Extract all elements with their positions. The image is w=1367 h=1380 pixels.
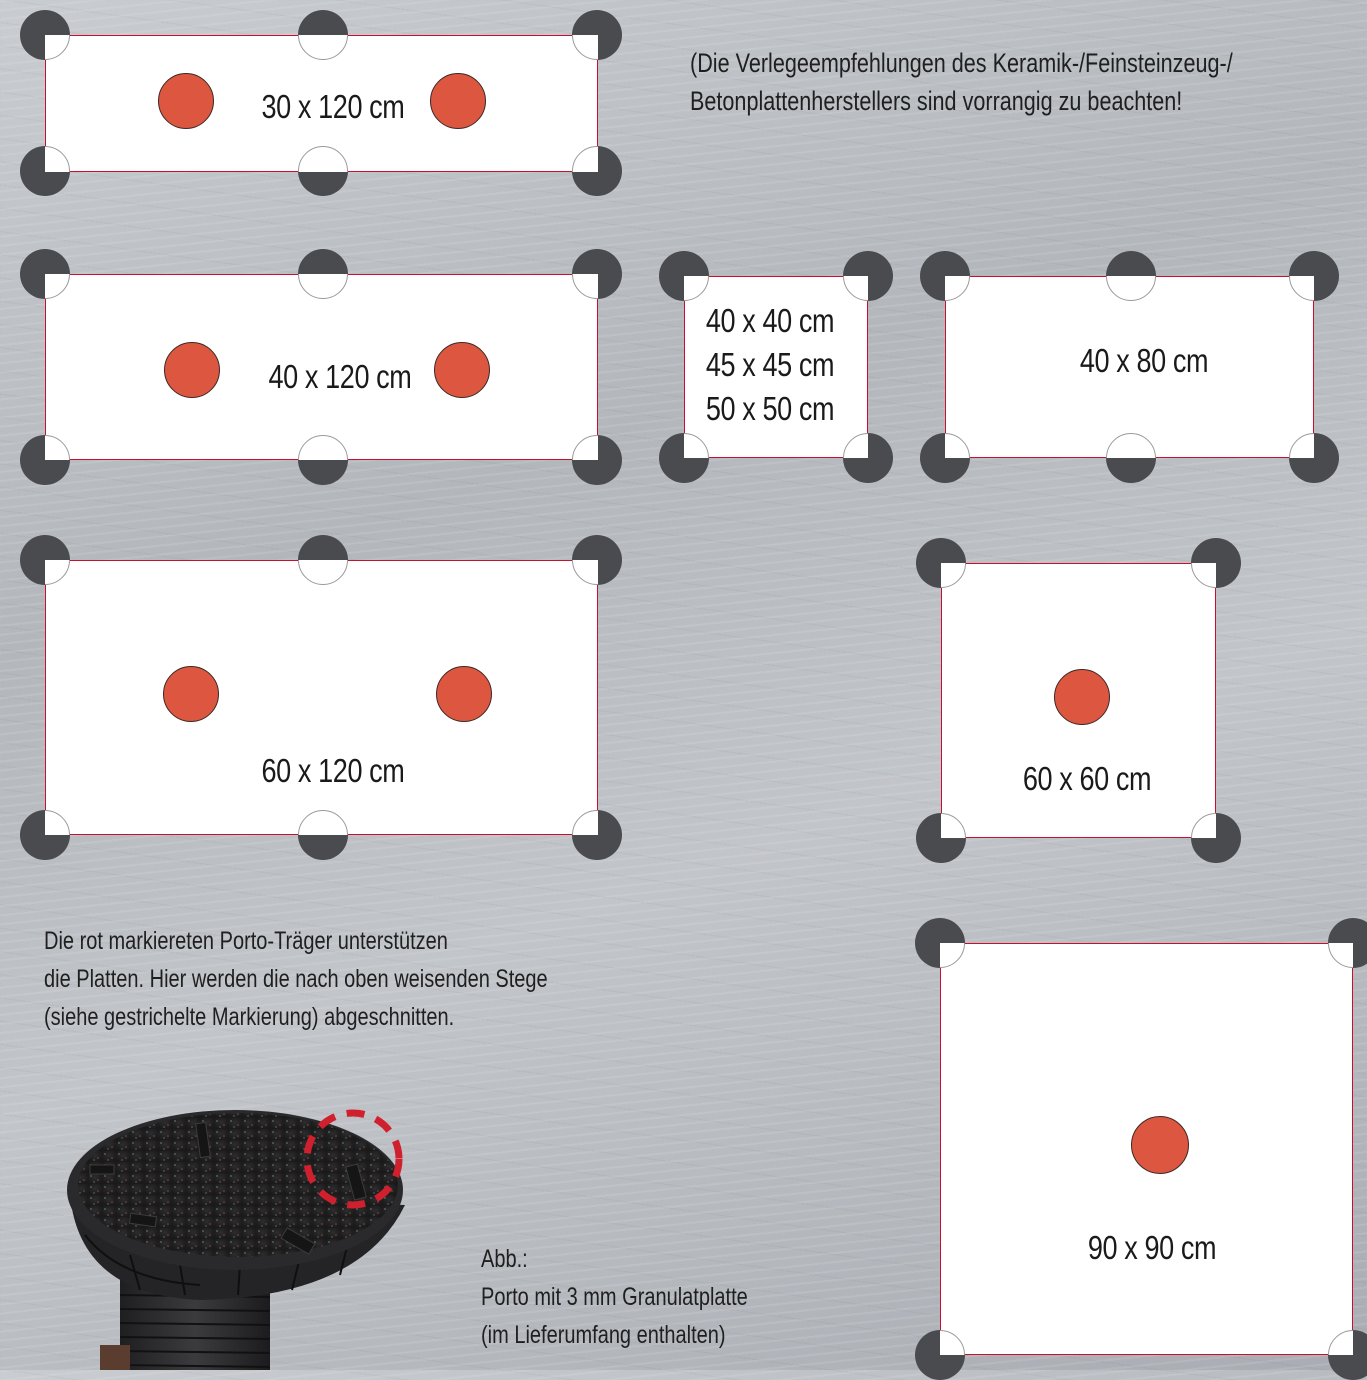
- tile-label: 45 x 45 cm: [705, 346, 835, 383]
- tile-outline: [941, 563, 1216, 838]
- description-line: (siehe gestrichelte Markierung) abgeschn…: [44, 1003, 455, 1031]
- red-support-marker: [1054, 669, 1110, 725]
- web-tab: [345, 1163, 367, 1201]
- web-tab: [128, 1212, 158, 1228]
- granulate-pad: [78, 1113, 398, 1257]
- tile-outline: [684, 276, 868, 458]
- caption-line: Abb.:: [481, 1245, 528, 1273]
- tile-label: 60 x 120 cm: [261, 752, 405, 789]
- tile-outline: [945, 276, 1314, 458]
- dashed-marker: [303, 1109, 403, 1209]
- caption-line: Porto mit 3 mm Granulatplatte: [481, 1283, 748, 1311]
- description-text: Die rot markiereten Porto-Träger unterst…: [44, 922, 548, 1036]
- tile-label: 40 x 120 cm: [268, 358, 412, 395]
- note-line: (Die Verlegeempfehlungen des Keramik-/Fe…: [690, 48, 1233, 78]
- red-support-marker: [430, 73, 486, 129]
- pedestal-illustration: [67, 1109, 405, 1370]
- tile-label: 30 x 120 cm: [261, 88, 405, 125]
- red-support-marker: [1131, 1116, 1189, 1174]
- tile-label: 40 x 40 cm: [705, 302, 835, 339]
- note-line: Betonplattenherstellers sind vorrangig z…: [690, 86, 1183, 116]
- web-tab: [280, 1227, 316, 1255]
- figure-caption: Abb.: Porto mit 3 mm Granulatplatte (im …: [481, 1240, 748, 1354]
- tile-label: 90 x 90 cm: [1087, 1229, 1217, 1266]
- red-support-marker: [434, 342, 490, 398]
- tile-label: 50 x 50 cm: [705, 390, 835, 427]
- red-support-marker: [436, 666, 492, 722]
- pedestal-base: [100, 1345, 130, 1370]
- red-support-marker: [163, 666, 219, 722]
- tile-outline: [45, 274, 598, 460]
- web-tab: [89, 1164, 115, 1175]
- caption-line: (im Lieferumfang enthalten): [481, 1321, 726, 1349]
- red-support-marker: [158, 73, 214, 129]
- tile-label: 60 x 60 cm: [1022, 760, 1152, 797]
- tile-label: 40 x 80 cm: [1079, 342, 1209, 379]
- description-line: Die rot markiereten Porto-Träger unterst…: [44, 927, 448, 955]
- red-support-marker: [164, 342, 220, 398]
- manufacturer-note: (Die Verlegeempfehlungen des Keramik-/Fe…: [690, 44, 1233, 120]
- tile-outline: [45, 560, 598, 835]
- description-line: die Platten. Hier werden die nach oben w…: [44, 965, 548, 993]
- web-tab: [195, 1121, 211, 1159]
